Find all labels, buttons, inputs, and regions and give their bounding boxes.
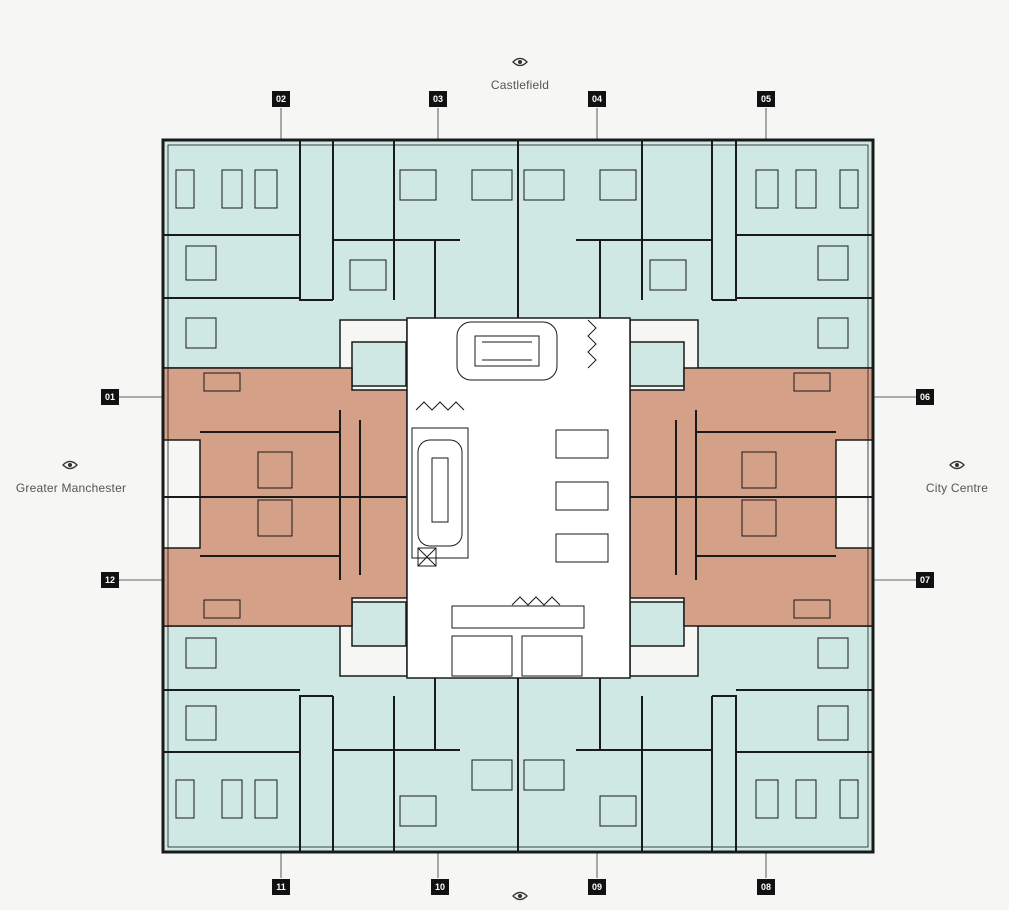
unit-tag-03[interactable]: 03: [429, 91, 447, 107]
eye-icon: [949, 460, 965, 470]
unit-tag-11[interactable]: 11: [272, 879, 290, 895]
unit-tag-06[interactable]: 06: [916, 389, 934, 405]
partition-walls: [163, 140, 873, 852]
unit-tag-02[interactable]: 02: [272, 91, 290, 107]
eye-icon: [512, 57, 528, 67]
core-details: [411, 319, 609, 677]
eye-icon: [512, 891, 528, 901]
unit-tag-10[interactable]: 10: [431, 879, 449, 895]
unit-tag-09[interactable]: 09: [588, 879, 606, 895]
unit-tag-01[interactable]: 01: [101, 389, 119, 405]
central-core: [406, 317, 631, 679]
unit-tag-08[interactable]: 08: [757, 879, 775, 895]
view-label-left: Greater Manchester: [15, 481, 127, 495]
unit-tag-12[interactable]: 12: [101, 572, 119, 588]
view-label-top: Castlefield: [490, 78, 550, 92]
unit-tag-07[interactable]: 07: [916, 572, 934, 588]
unit-tag-04[interactable]: 04: [588, 91, 606, 107]
furniture: [175, 169, 859, 827]
unit-tag-05[interactable]: 05: [757, 91, 775, 107]
eye-icon: [62, 460, 78, 470]
view-label-right: City Centre: [925, 481, 989, 495]
